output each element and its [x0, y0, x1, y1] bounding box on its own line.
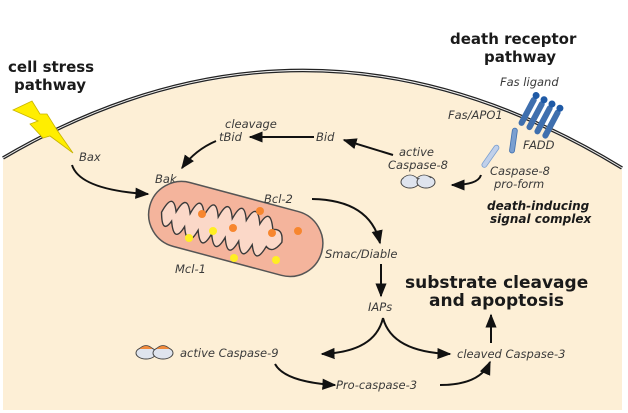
- label-active-caspase-8-line1: active: [399, 145, 434, 159]
- arrow-casp9-to-procasp3: [274, 363, 337, 390]
- death-receptor-title-line1: death receptor: [450, 30, 577, 48]
- label-fadd: FADD: [523, 138, 555, 152]
- label-bax: Bax: [79, 150, 101, 164]
- arrow-casp8-to-bid: [342, 138, 394, 156]
- disc-title-line1: death-inducing: [487, 199, 590, 213]
- cell-stress-title-line2: pathway: [14, 76, 86, 94]
- outcome-title-line2: and apoptosis: [429, 291, 564, 311]
- arrow-bax-to-mito: [71, 164, 150, 199]
- fas-receptor-icon: [518, 92, 564, 139]
- label-pro-caspase-3: Pro-caspase-3: [336, 378, 417, 392]
- death-receptor-title-line2: pathway: [484, 48, 556, 66]
- label-bid: Bid: [316, 130, 335, 144]
- label-fas-apo1: Fas/APO1: [448, 108, 503, 122]
- disc-title-line2: signal complex: [490, 212, 592, 226]
- cell-stress-title-line1: cell stress: [8, 58, 94, 76]
- label-active-caspase-8-line2: Caspase-8: [388, 158, 448, 172]
- procaspase-8-icon: [481, 144, 500, 168]
- lightning-bolt-icon: [12, 100, 74, 154]
- label-iaps: IAPs: [368, 300, 392, 314]
- label-mcl1: Mcl-1: [175, 262, 206, 276]
- label-cleaved-caspase-3: cleaved Caspase-3: [457, 347, 565, 361]
- arrow-procasp8-to-active: [450, 174, 482, 191]
- fadd-icon: [509, 127, 518, 154]
- arrow-tbid-to-bak: [181, 140, 217, 170]
- label-bcl2: Bcl-2: [264, 192, 293, 206]
- arrow-iaps-to-casp3: [382, 317, 452, 360]
- label-cleavage: cleavage: [225, 117, 277, 131]
- label-tbid: tBid: [219, 130, 243, 144]
- caspase-8-dimer-icon: [400, 174, 436, 189]
- caspase-9-dimer-icon: [135, 345, 174, 360]
- outcome-title-line1: substrate cleavage: [405, 273, 588, 293]
- label-fas-ligand: Fas ligand: [500, 75, 559, 89]
- arrow-mito-to-smac: [311, 198, 383, 245]
- arrow-procasp3-to-cleaved: [439, 360, 491, 386]
- arrow-iaps-to-casp9: [320, 317, 384, 360]
- label-caspase-8-pro-line1: Caspase-8: [490, 164, 550, 178]
- mito-proteins: [185, 207, 302, 264]
- label-active-caspase-9: active Caspase-9: [180, 346, 279, 360]
- label-caspase-8-pro-line2: pro-form: [493, 177, 544, 191]
- label-smac-diable: Smac/Diable: [325, 247, 397, 261]
